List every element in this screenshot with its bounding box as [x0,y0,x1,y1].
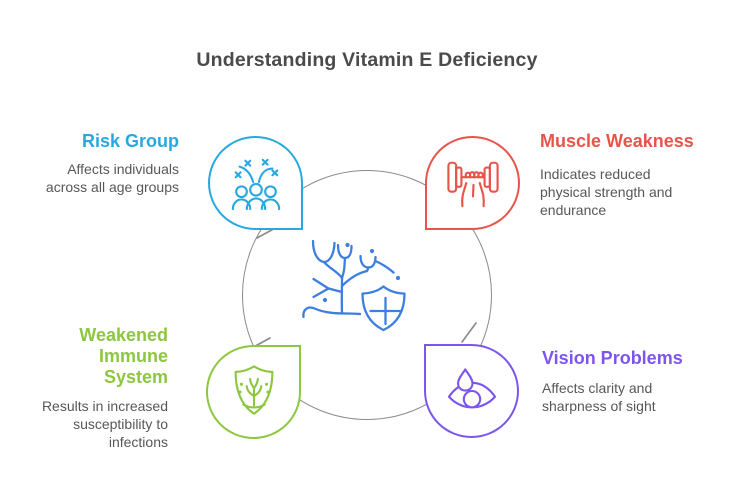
vision-problems-label: Vision Problems [542,348,683,368]
risk-group-text: Risk Group Affects individuals across al… [0,131,179,197]
vision-problems-description: Affects clarity and sharpness of sight [542,380,656,414]
page-title: Understanding Vitamin E Deficiency [196,49,538,71]
shield-sapling-icon [234,365,273,415]
badge-weakened-immune-system [206,345,301,439]
muscle-weakness-description: Indicates reduced physical strength and … [540,166,673,218]
hand-dumbbell-icon [446,161,499,208]
weakened-immune-system-text: Weakened Immune System Results in increa… [0,325,168,452]
muscle-weakness-text: Muscle Weakness Indicates reduced physic… [540,131,718,220]
eye-droplet-icon [447,368,496,409]
center-circle [242,170,492,420]
vision-problems-text: Vision Problems Affects clarity and shar… [542,348,722,416]
risk-group-label: Risk Group [81,131,179,151]
badge-muscle-weakness [425,136,520,230]
tree-shield-plus-icon [302,239,406,332]
badge-risk-group [208,136,303,230]
badge-vision-problems [424,344,519,438]
weakened-immune-system-description: Results in increased susceptibility to i… [41,398,168,450]
muscle-weakness-label: Muscle Weakness [540,131,694,151]
weakened-immune-system-label: Weakened Immune System [79,325,168,388]
people-celebration-icon [231,158,280,211]
risk-group-description: Affects individuals across all age group… [45,161,179,195]
